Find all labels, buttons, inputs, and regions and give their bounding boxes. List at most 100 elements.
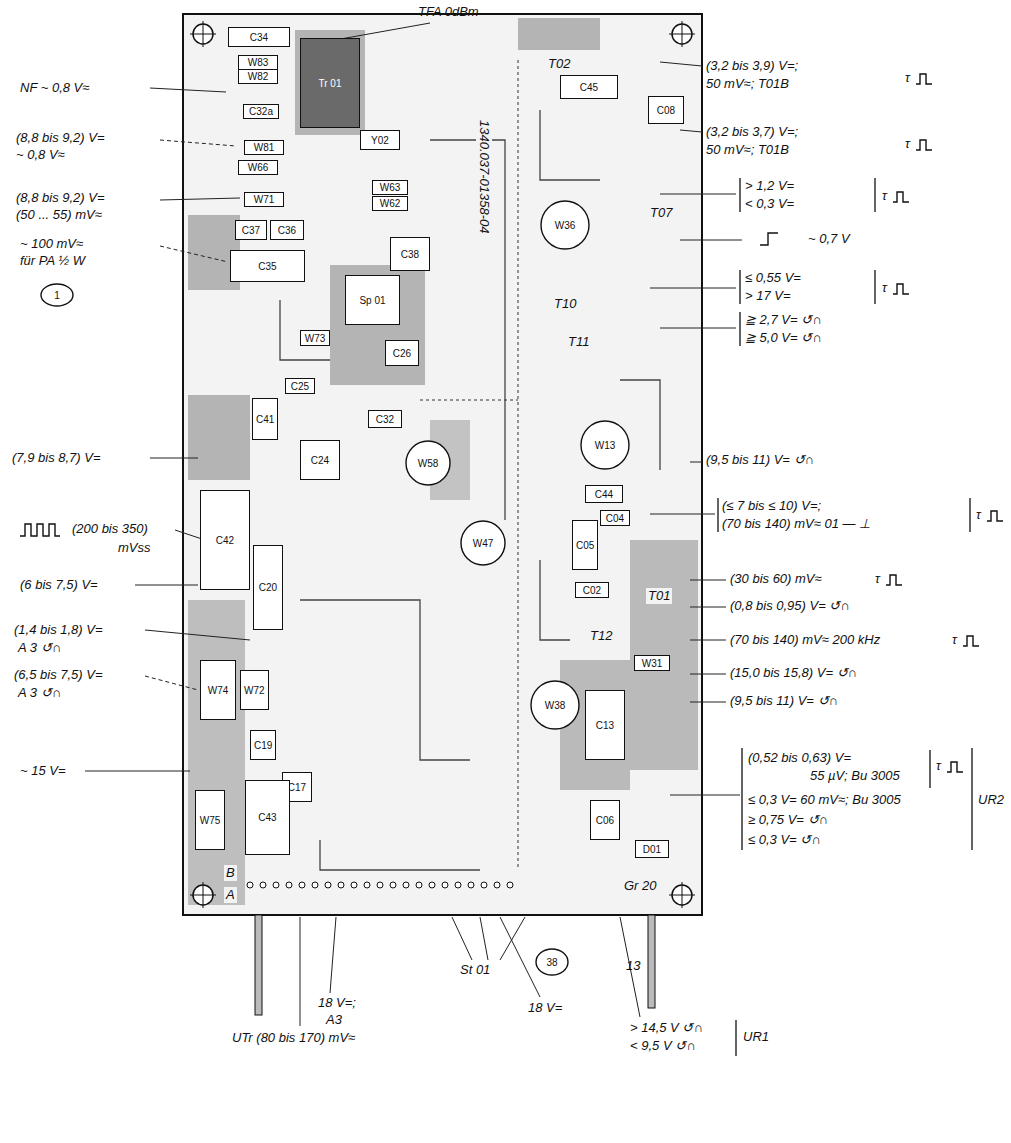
voltage-label: 18 V=; [318, 995, 356, 1011]
component-box: W66 [238, 160, 278, 175]
component-label: C08 [657, 105, 675, 116]
pad [377, 882, 383, 888]
component-box: W83 [238, 55, 278, 70]
voltage-label: ≤ 0,55 V= [745, 270, 801, 286]
voltage-label: (0,52 bis 0,63) V= [748, 750, 851, 766]
leader-line [135, 585, 198, 586]
time-constant-symbol: τ [882, 188, 887, 204]
circle-outline [461, 521, 505, 565]
component-box: W73 [300, 330, 330, 346]
signal-label: UR1 [743, 1029, 769, 1045]
component-label: C04 [606, 513, 624, 524]
leader-line [300, 917, 301, 1026]
bracket [739, 178, 740, 212]
mounting-hole [190, 21, 695, 908]
component-box: C26 [385, 340, 419, 366]
part-label: T12 [588, 628, 614, 644]
component-box: W62 [372, 196, 408, 211]
bracket [929, 750, 930, 788]
component-label: W82 [248, 71, 269, 82]
pulse-symbol [916, 74, 932, 84]
bracket [739, 312, 740, 346]
component-label: W31 [642, 658, 663, 669]
component-box: C20 [253, 545, 283, 630]
component-label: C42 [216, 535, 234, 546]
pad-row [247, 882, 513, 888]
copper-area [295, 30, 365, 135]
component-label: C06 [596, 815, 614, 826]
hole-cross [682, 21, 683, 47]
bracket [874, 270, 875, 304]
leader-line [480, 917, 488, 960]
leader-line [690, 674, 726, 675]
component-label: W66 [248, 162, 269, 173]
pad [481, 882, 487, 888]
voltage-label: ≧ 5,0 V= ↺∩ [745, 330, 822, 346]
component-label: C25 [291, 381, 309, 392]
component-label: C36 [278, 225, 296, 236]
time-constant-symbol: τ [875, 571, 880, 587]
component-label: C35 [258, 261, 276, 272]
hole-cross [203, 21, 204, 47]
part-label: T10 [552, 296, 578, 312]
pad [494, 882, 500, 888]
component-box: C43 [245, 780, 290, 855]
pad [416, 882, 422, 888]
pad [338, 882, 344, 888]
bracket [717, 498, 718, 532]
section-border [420, 400, 518, 401]
copper-area [630, 540, 698, 770]
part-label: Gr 20 [622, 878, 659, 894]
pad [299, 882, 305, 888]
component-label: C43 [258, 812, 276, 823]
voltage-label: (70 bis 140) mV≈ 200 kHz [730, 632, 880, 648]
copper-area [188, 395, 250, 480]
component-circle: 1 [40, 283, 74, 307]
component-box: C44 [585, 485, 623, 503]
voltage-label: 18 V= [528, 1000, 562, 1016]
part-label: T02 [546, 56, 572, 72]
pad [273, 882, 279, 888]
leader-line [670, 795, 740, 796]
component-label: C38 [401, 249, 419, 260]
component-label: W74 [208, 685, 229, 696]
component-box: Sp 01 [345, 275, 400, 325]
component-label: C02 [583, 585, 601, 596]
pin-number: 13 [626, 958, 640, 974]
leader-line [690, 607, 726, 608]
component-label: C32a [249, 106, 273, 117]
component-box: C04 [600, 510, 630, 526]
pad [312, 882, 318, 888]
leader-line [660, 328, 736, 329]
time-constant-symbol: τ [882, 280, 887, 296]
circle-outline [541, 201, 589, 249]
bracket [735, 1020, 736, 1056]
trace [540, 110, 600, 180]
leader-line [160, 140, 236, 146]
component-circle: W47 [460, 520, 506, 566]
pin-row-label: B [224, 865, 237, 881]
component-label: C17 [288, 782, 306, 793]
component-label: Sp 01 [359, 295, 385, 306]
component-box: C37 [235, 220, 267, 240]
voltage-label: (9,5 bis 11) V= ↺∩ [706, 452, 814, 468]
component-label: C44 [595, 489, 613, 500]
component-label: W83 [248, 57, 269, 68]
leader-line [452, 917, 472, 960]
square-wave-symbol [20, 524, 60, 536]
pad [442, 882, 448, 888]
bracket [969, 498, 970, 532]
component-label: C26 [393, 348, 411, 359]
voltage-label: (≤ 7 bis ≤ 10) V=; [722, 498, 821, 514]
component-label: C24 [311, 455, 329, 466]
pin-row-label: A [224, 887, 237, 903]
signal-label: TFA 0dBm [418, 4, 479, 20]
pad [351, 882, 357, 888]
component-label: W63 [380, 182, 401, 193]
component-circle: W38 [530, 680, 580, 730]
part-label: T01 [646, 588, 672, 604]
step-symbol [760, 233, 778, 245]
time-constant-symbol: τ [905, 70, 910, 86]
